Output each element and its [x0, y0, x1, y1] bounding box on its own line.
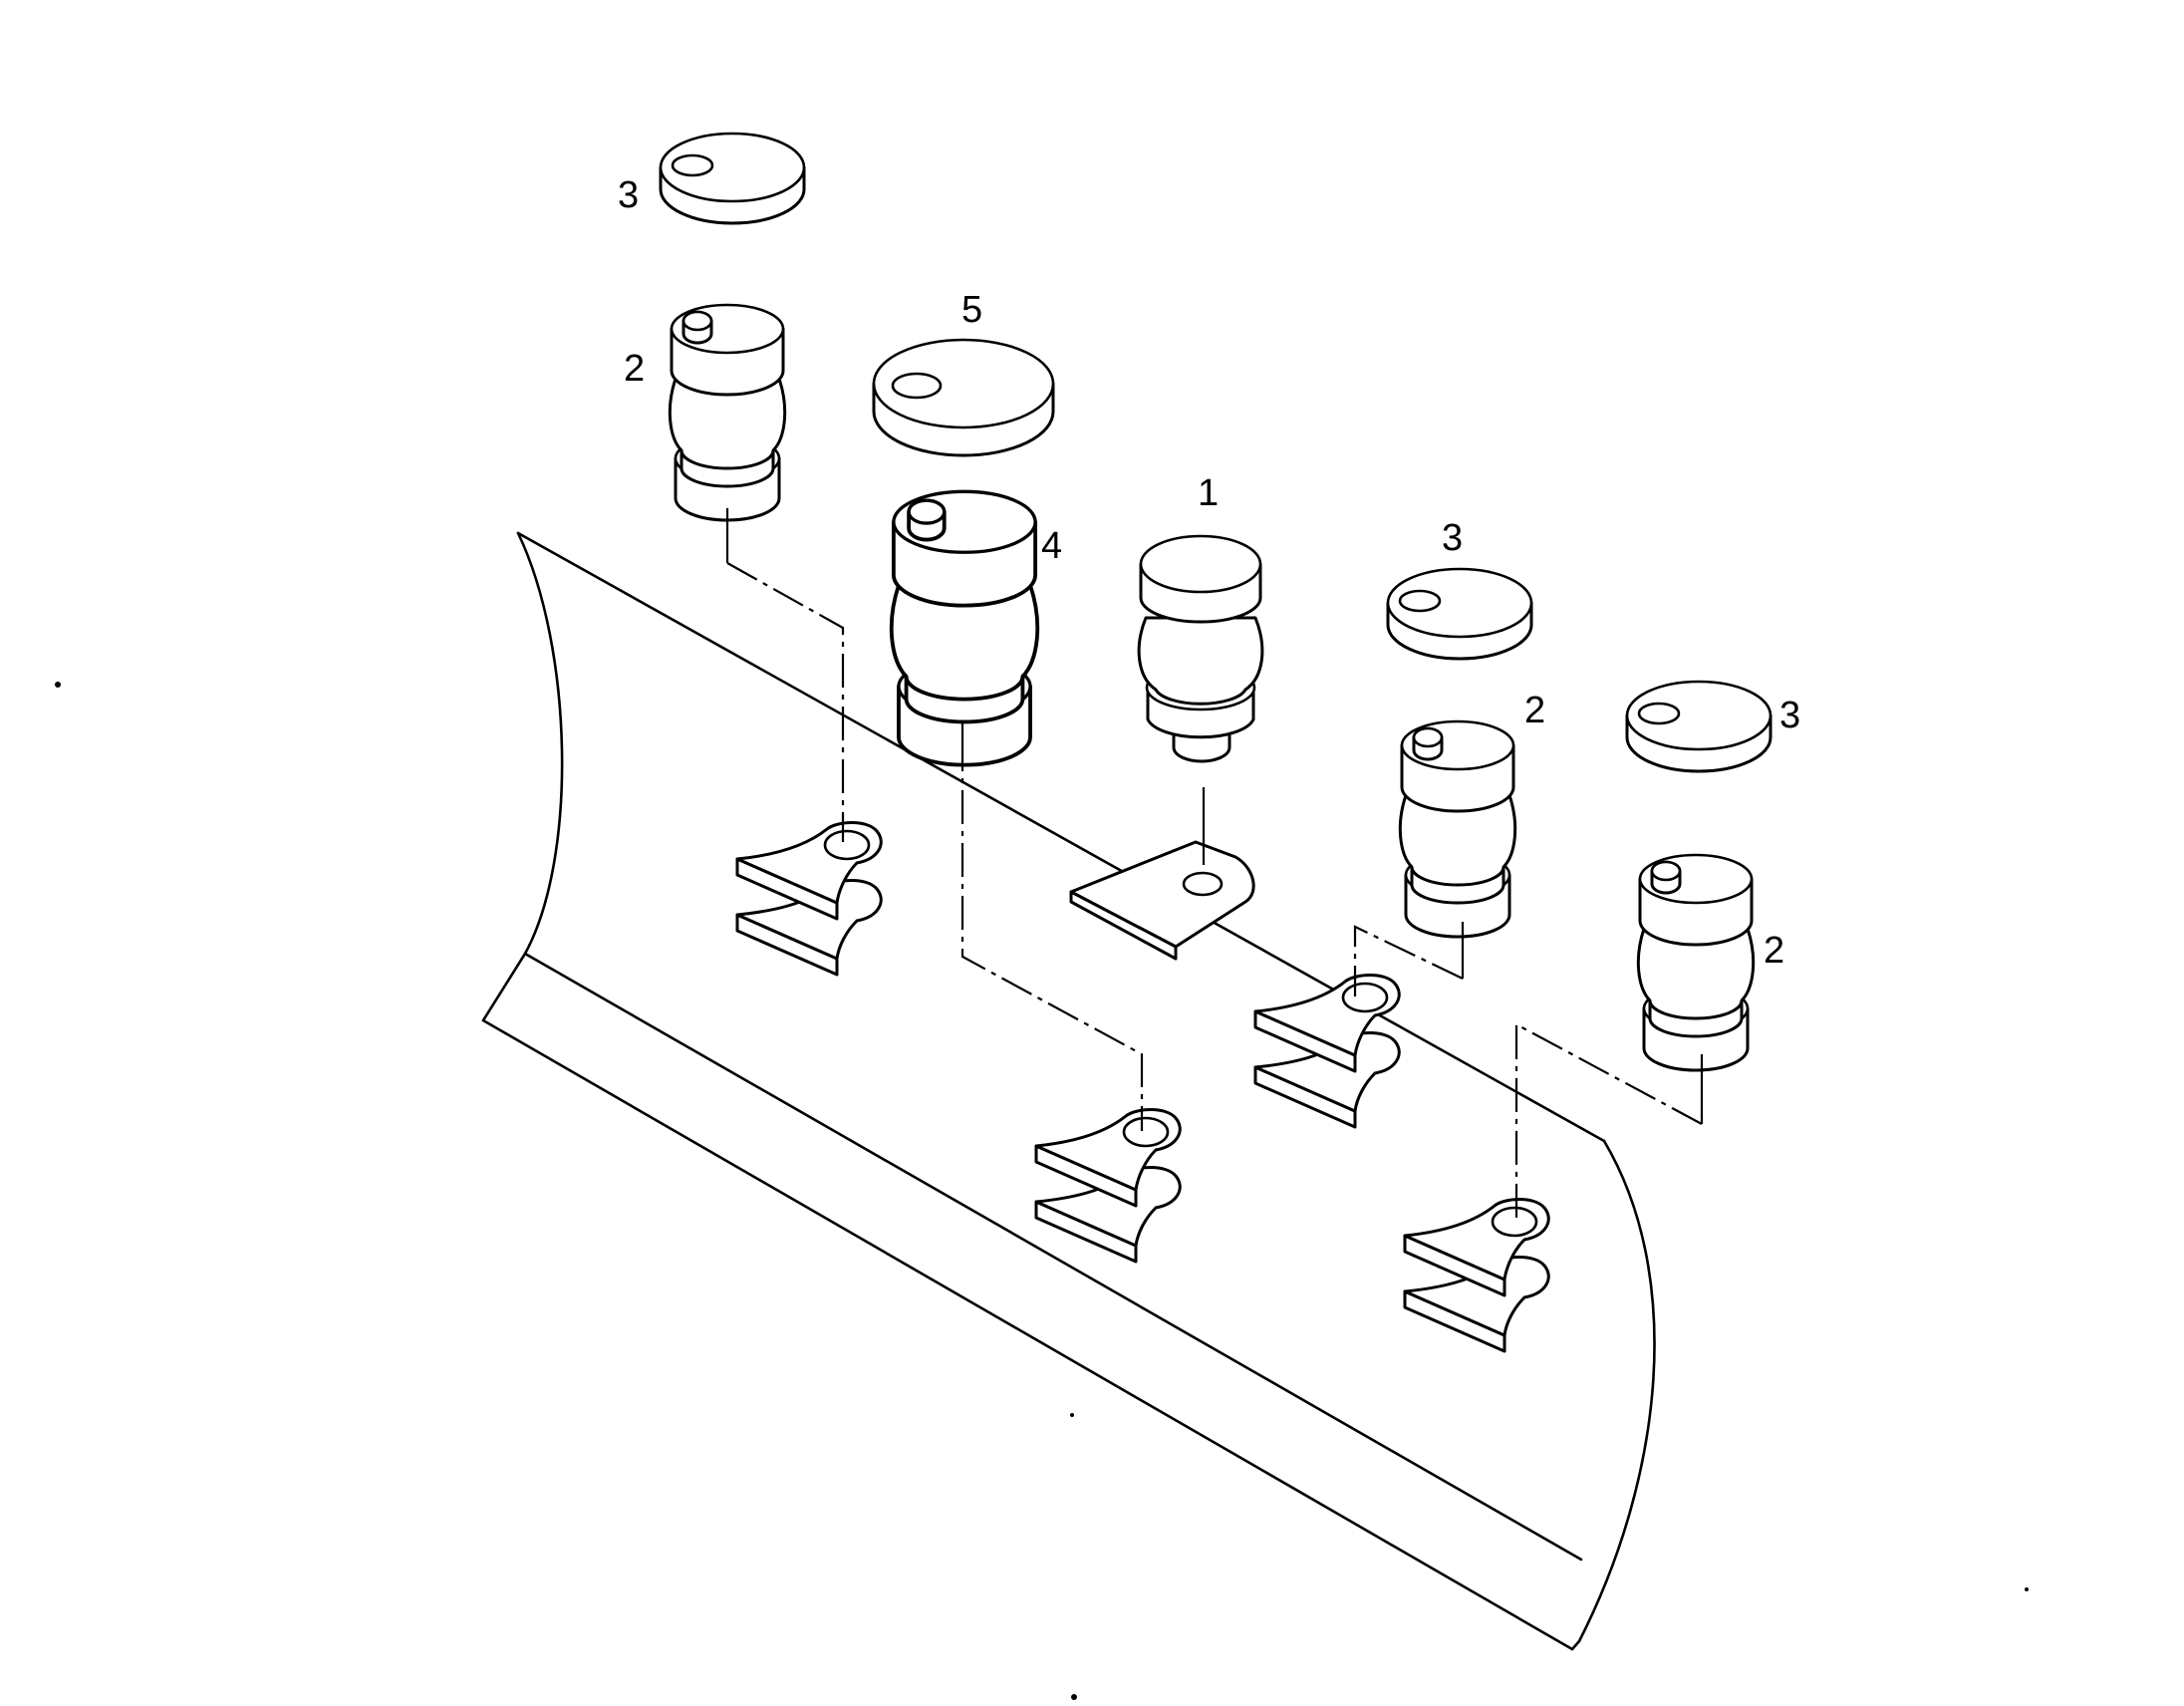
cushion-large — [889, 489, 1040, 767]
callout-2-far-right: 2 — [1764, 930, 1784, 972]
cushion-far-right — [1636, 853, 1756, 1072]
callout-5: 5 — [961, 289, 982, 331]
callout-2-upper-left: 2 — [624, 348, 645, 390]
mount-bracket-right-middle — [1253, 974, 1401, 1129]
mount-bracket-center-pad — [1069, 840, 1255, 961]
callout-3-right-middle: 3 — [1442, 517, 1463, 559]
cushion-center — [1137, 534, 1264, 763]
callout-3-far-right: 3 — [1779, 695, 1800, 736]
mount-bracket-upper-left — [735, 821, 883, 977]
mount-bracket-lower-center — [1034, 1108, 1182, 1264]
mount-bracket-lower-right — [1403, 1198, 1550, 1353]
callout-2-right-middle: 2 — [1524, 690, 1545, 731]
cushion-right-middle — [1398, 719, 1517, 939]
callout-3-upper-left: 3 — [618, 174, 639, 216]
cap-disc-far-right — [1625, 680, 1773, 773]
cap-disc-large — [872, 338, 1055, 457]
leader-lines — [725, 508, 1704, 1221]
cap-disc-right-middle — [1386, 567, 1533, 661]
callout-1: 1 — [1198, 472, 1219, 514]
cushion-upper-left — [668, 303, 787, 522]
callout-4: 4 — [1041, 525, 1062, 567]
scan-specks — [55, 682, 2029, 1700]
dozer-blade — [481, 531, 1656, 1651]
cap-disc-upper-left — [659, 132, 806, 225]
